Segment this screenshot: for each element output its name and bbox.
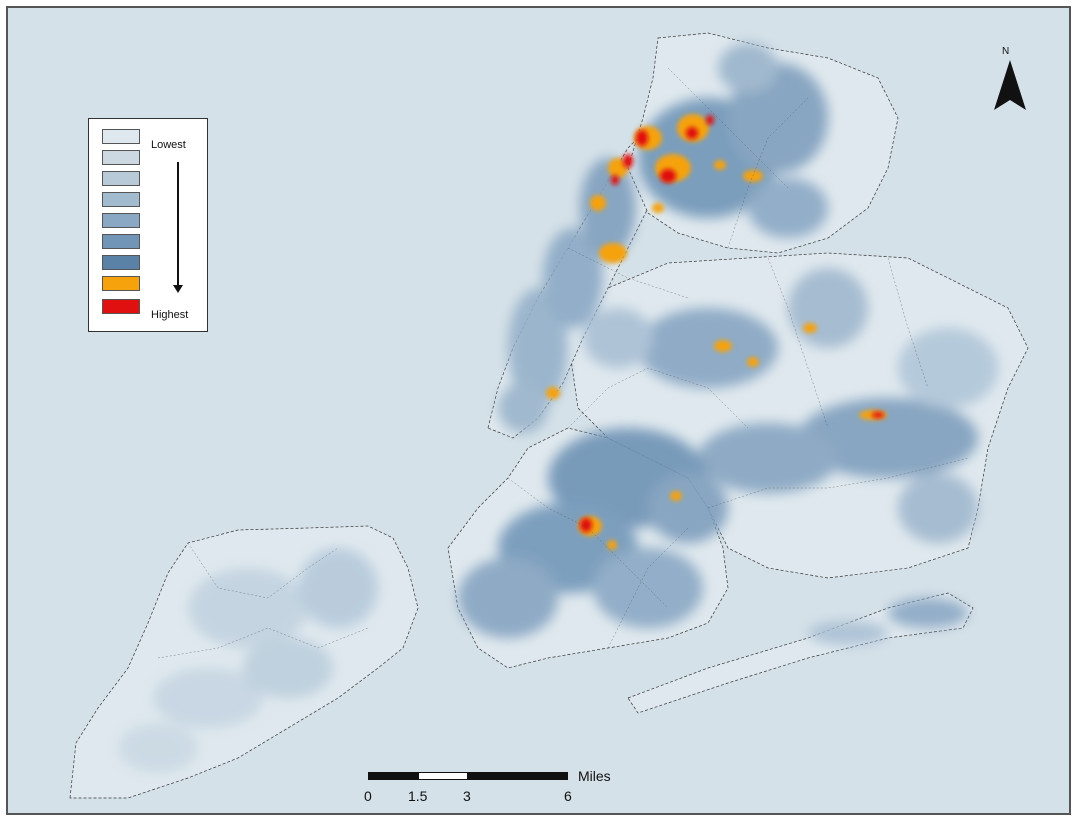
rockaway-landmass [627,592,974,714]
scale-tick-3: 6 [564,788,572,804]
legend-swatch-3 [102,171,140,186]
legend-swatch-5 [102,213,140,228]
hotspots-red [580,115,884,532]
north-label: N [1002,46,1010,57]
legend: Lowest Highest [88,118,208,332]
scale-tick-2: 3 [463,788,471,804]
scale-bar: 0 1.5 3 6 Miles [364,768,628,813]
legend-swatch-6 [102,234,140,249]
scale-segment-2 [418,772,468,780]
density-surface [118,43,998,773]
neighborhood-boundaries [157,67,969,659]
scale-unit-label: Miles [578,768,611,784]
north-arrow-icon [994,60,1026,110]
legend-swatch-7 [102,255,140,270]
scale-tick-1: 1.5 [408,788,428,804]
legend-arrow [177,162,179,287]
legend-swatch-9 [102,299,140,314]
legend-arrowhead-icon [173,285,183,293]
scale-segment-3 [468,772,568,780]
map-frame: Lowest Highest N 0 1.5 3 6 Miles [6,6,1071,815]
legend-lowest-label: Lowest [151,139,186,151]
map-canvas[interactable] [8,8,1069,813]
scale-tick-0: 0 [364,788,372,804]
legend-swatch-8 [102,276,140,291]
legend-swatch-1 [102,129,140,144]
legend-swatch-2 [102,150,140,165]
legend-swatch-4 [102,192,140,207]
scale-segment-1 [368,772,418,780]
legend-highest-label: Highest [151,309,189,321]
